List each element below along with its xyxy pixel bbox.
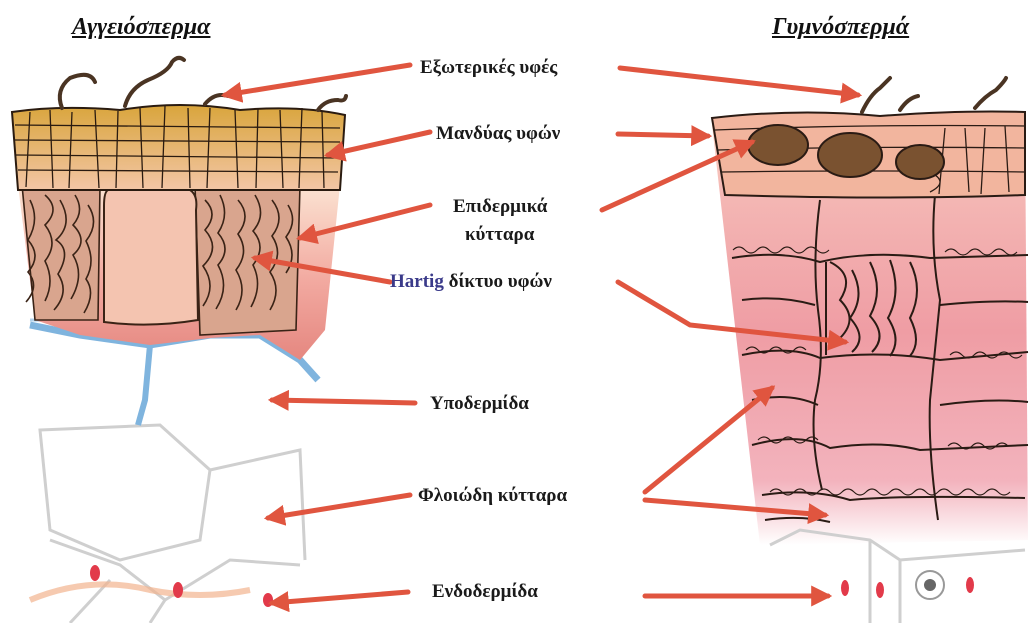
- arrow-hypodermis: [272, 400, 415, 403]
- label-hartig-net: Hartig δίκτυο υφών: [390, 268, 552, 296]
- label-endodermis: Ενδοδερμίδα: [432, 578, 538, 606]
- label-external-hyphae: Εξωτερικές υφές: [420, 54, 557, 82]
- label-hyphal-mantle: Μανδύας υφών: [436, 120, 560, 148]
- arrow-endodermis-left: [272, 592, 408, 603]
- title-angiosperms: Αγγειόσπερμα: [72, 14, 210, 41]
- label-cortical-cells: Φλοιώδη κύτταρα: [418, 482, 567, 510]
- angio-epidermal-cell: [104, 190, 198, 325]
- gymno-external-hyphae: [862, 78, 1006, 112]
- label-epidermal-cells: Επιδερμικά κύτταρα: [445, 193, 605, 249]
- title-gymnosperms: Γυμνόσπερμά: [772, 14, 909, 41]
- gymno-tannin-cell: [748, 125, 808, 165]
- label-epidermal-cells-line2: κύτταρα: [445, 221, 605, 249]
- arrow-mantle-right: [618, 134, 708, 136]
- arrow-external-hyphae-right: [620, 68, 858, 95]
- label-epidermal-cells-line1: Επιδερμικά: [445, 193, 605, 221]
- gymnosperm-section: [712, 78, 1028, 623]
- angio-endodermis-drawing: [30, 565, 273, 607]
- arrow-external-hyphae-left: [225, 65, 410, 95]
- arrow-cortical-left: [268, 495, 410, 518]
- label-hartig-word: Hartig: [390, 271, 444, 292]
- label-hypodermis: Υποδερμίδα: [430, 390, 529, 418]
- gymno-tannin-cell: [896, 145, 944, 179]
- gymno-tannin-cell: [818, 133, 882, 177]
- angiosperm-section: [12, 58, 346, 623]
- label-hartig-rest: δίκτυο υφών: [444, 271, 552, 292]
- angio-mantle: [12, 105, 345, 190]
